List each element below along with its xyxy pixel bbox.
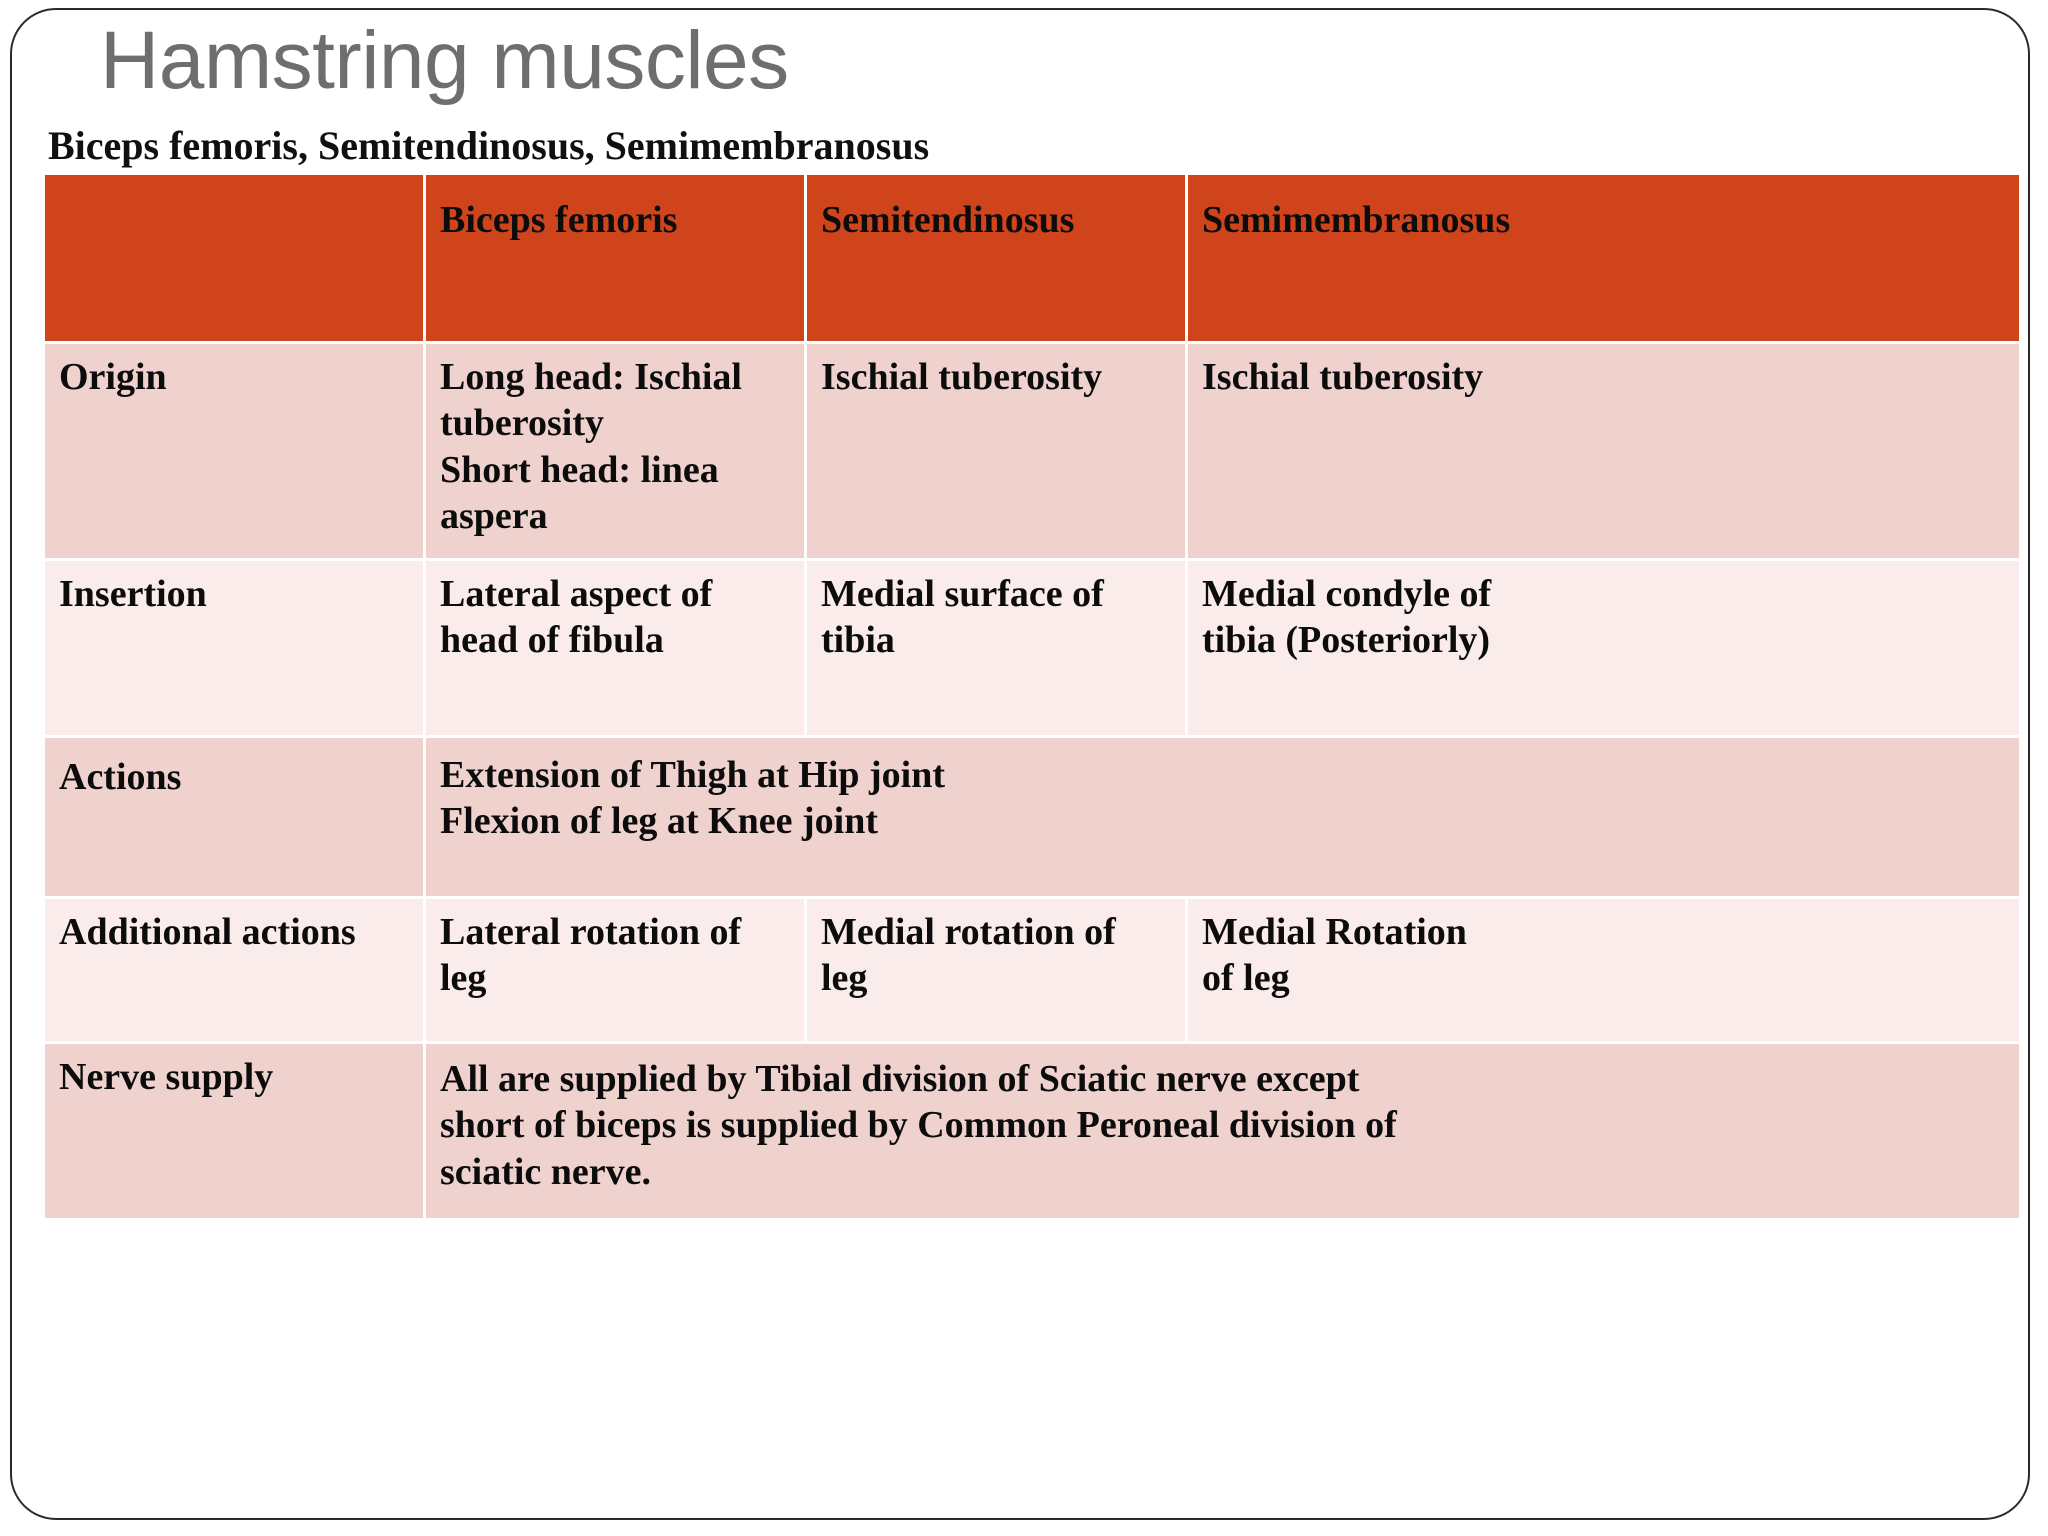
cell-additional-actions-semitendinosus: Medial rotation of leg [807, 899, 1185, 1041]
cell-line: Long head: Ischial [440, 356, 742, 398]
cell-line: leg [821, 957, 868, 1000]
row-label-insertion: Insertion [45, 561, 423, 735]
cell-actions-all-muscles: Extension of Thigh at Hip joint Flexion … [426, 738, 2019, 896]
cell-line: tibia [821, 619, 895, 662]
cell-line: Lateral aspect of [440, 573, 713, 615]
cell-line: Medial condyle of [1202, 573, 1492, 615]
cell-line: head of fibula [440, 619, 664, 662]
cell-line: tuberosity [440, 402, 604, 445]
cell-nerve-supply-all-muscles: All are supplied by Tibial division of S… [426, 1044, 2019, 1218]
page-title: Hamstring muscles [100, 15, 789, 106]
cell-origin-semitendinosus: Ischial tuberosity [807, 344, 1185, 558]
header-cell-semitendinosus: Semitendinosus [807, 175, 1185, 341]
cell-line: All are supplied by Tibial division of S… [440, 1058, 1360, 1100]
cell-line: Short head: linea [440, 448, 719, 491]
row-label-nerve-supply: Nerve supply [45, 1044, 423, 1218]
muscle-comparison-table: Biceps femoris Semitendinosus Semimembra… [42, 172, 2022, 1221]
cell-line: tibia (Posteriorly) [1202, 619, 1491, 662]
cell-line: Medial rotation of [821, 911, 1116, 953]
cell-line: Lateral rotation of [440, 911, 742, 953]
muscle-comparison-table-wrapper: Biceps femoris Semitendinosus Semimembra… [42, 172, 2019, 1221]
table-row-insertion: Insertion Lateral aspect of head of fibu… [45, 561, 2019, 735]
cell-line: leg [440, 957, 487, 1000]
row-label-actions: Actions [45, 738, 423, 896]
header-cell-semimembranosus: Semimembranosus [1188, 175, 2019, 341]
cell-insertion-semitendinosus: Medial surface of tibia [807, 561, 1185, 735]
row-label-origin: Origin [45, 344, 423, 558]
header-cell-biceps-femoris: Biceps femoris [426, 175, 804, 341]
cell-line: Flexion of leg at Knee joint [440, 800, 878, 843]
cell-insertion-biceps-femoris: Lateral aspect of head of fibula [426, 561, 804, 735]
table-row-additional-actions: Additional actions Lateral rotation of l… [45, 899, 2019, 1041]
cell-line: aspera [440, 495, 548, 538]
row-label-additional-actions: Additional actions [45, 899, 423, 1041]
cell-additional-actions-semimembranosus: Medial Rotation of leg [1188, 899, 2019, 1041]
slide-subtitle: Biceps femoris, Semitendinosus, Semimemb… [48, 123, 930, 168]
cell-origin-semimembranosus: Ischial tuberosity [1188, 344, 2019, 558]
cell-line: Medial surface of [821, 573, 1104, 615]
table-row-origin: Origin Long head: Ischial tuberosity Sho… [45, 344, 2019, 558]
table-header-row: Biceps femoris Semitendinosus Semimembra… [45, 175, 2019, 341]
cell-additional-actions-biceps-femoris: Lateral rotation of leg [426, 899, 804, 1041]
table-row-nerve-supply: Nerve supply All are supplied by Tibial … [45, 1044, 2019, 1218]
slide-frame: Hamstring muscles Biceps femoris, Semite… [10, 8, 2030, 1520]
cell-line: Extension of Thigh at Hip joint [440, 754, 946, 796]
cell-line: sciatic nerve. [440, 1150, 652, 1193]
cell-line: Medial Rotation [1202, 911, 1467, 953]
header-cell-blank [45, 175, 423, 341]
table-row-actions: Actions Extension of Thigh at Hip joint … [45, 738, 2019, 896]
cell-insertion-semimembranosus: Medial condyle of tibia (Posteriorly) [1188, 561, 2019, 735]
cell-origin-biceps-femoris: Long head: Ischial tuberosity Short head… [426, 344, 804, 558]
cell-line: of leg [1202, 957, 1290, 1000]
cell-line: short of biceps is supplied by Common Pe… [440, 1104, 1397, 1147]
